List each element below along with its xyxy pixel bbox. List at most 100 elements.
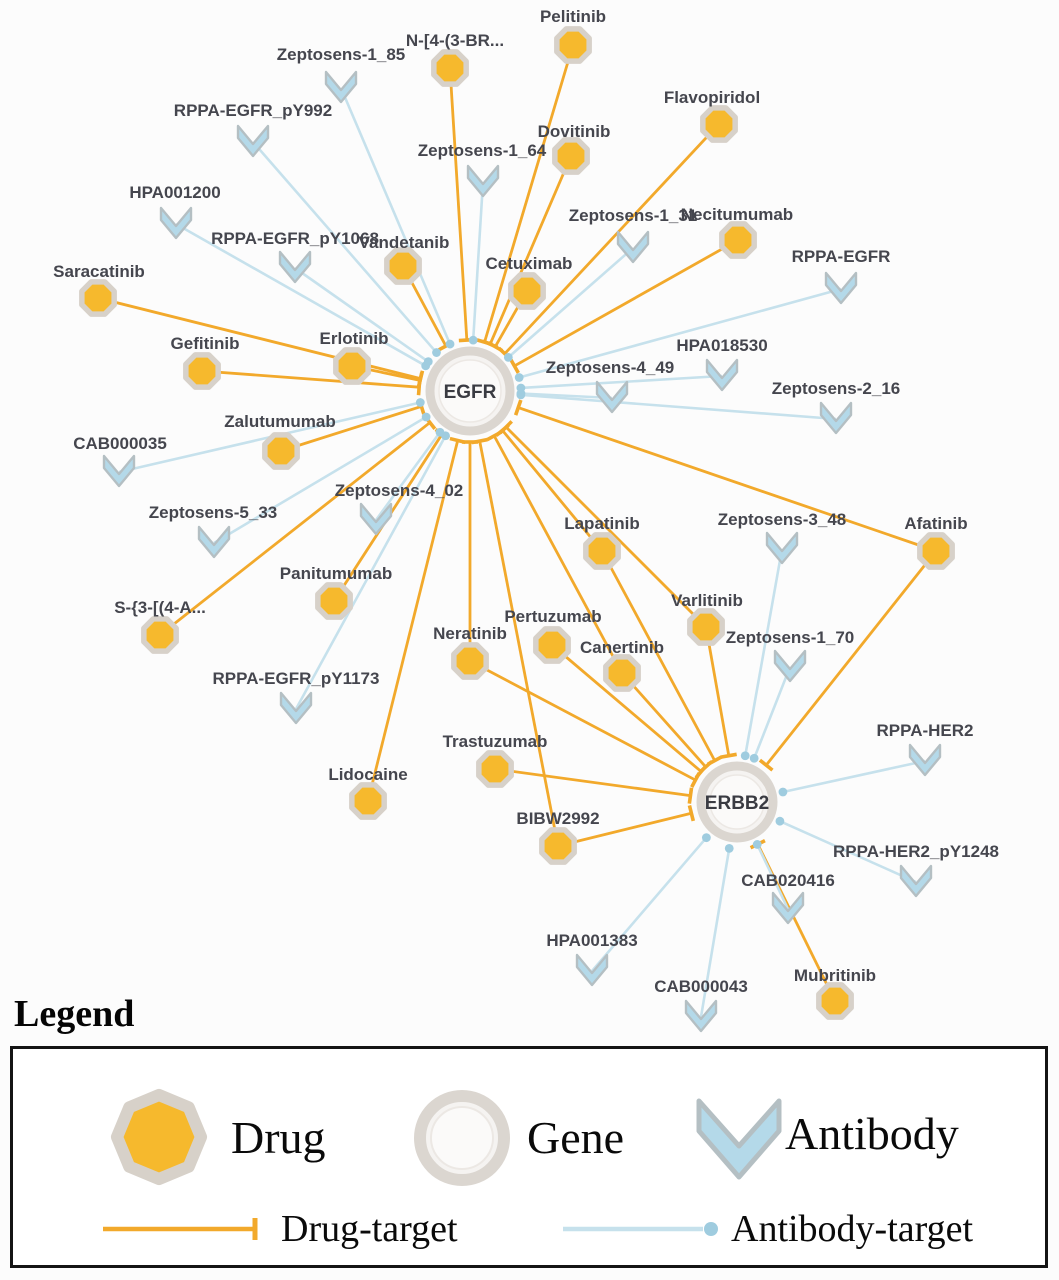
drug-octagon-icon bbox=[79, 279, 117, 317]
drug-node-bibw2992[interactable] bbox=[539, 827, 577, 865]
antibody-node-py992[interactable] bbox=[236, 124, 270, 158]
antibody-chevron-icon bbox=[575, 953, 609, 987]
antibody-node-cab020416[interactable] bbox=[771, 891, 805, 925]
antibody-node-py1248[interactable] bbox=[899, 864, 933, 898]
edge-drug-target bbox=[469, 659, 697, 782]
node-label: Cetuximab bbox=[486, 254, 573, 273]
antibody-node-hpa001383[interactable] bbox=[575, 953, 609, 987]
node-label: Neratinib bbox=[433, 624, 507, 643]
antibody-node-z4_49[interactable] bbox=[595, 380, 629, 414]
drug-node-n4br[interactable] bbox=[431, 49, 469, 87]
edge-tee-cap bbox=[694, 764, 708, 779]
antibody-node-rppa_her2[interactable] bbox=[908, 743, 942, 777]
drug-octagon-icon bbox=[451, 642, 489, 680]
drug-node-lapatinib[interactable] bbox=[583, 532, 621, 570]
antibody-node-z3_48[interactable] bbox=[765, 531, 799, 565]
edge-dot-cap bbox=[432, 348, 441, 357]
edge-tee-cap bbox=[508, 358, 520, 374]
edge-antibody-target bbox=[752, 666, 792, 759]
edge-antibody-target bbox=[339, 87, 452, 345]
edge-drug-target bbox=[483, 44, 575, 343]
legend-label-antibody: Antibody bbox=[785, 1108, 959, 1159]
drug-node-necitumumab[interactable] bbox=[719, 221, 757, 259]
edge-antibody-target bbox=[520, 393, 837, 421]
node-label: HPA001383 bbox=[546, 931, 637, 950]
edge-dot-cap bbox=[468, 335, 478, 345]
antibody-node-z1_31[interactable] bbox=[616, 230, 650, 264]
drug-node-pelitinib[interactable] bbox=[554, 26, 592, 64]
drug-node-panitumumab[interactable] bbox=[315, 582, 353, 620]
drug-node-s34a[interactable] bbox=[141, 616, 179, 654]
antibody-node-hpa018530[interactable] bbox=[705, 358, 739, 392]
gene-node-EGFR[interactable]: EGFR bbox=[425, 346, 515, 436]
edge-drug-target bbox=[478, 440, 560, 847]
edge-drug-target bbox=[448, 67, 469, 341]
node-label: Lidocaine bbox=[328, 765, 407, 784]
antibody-node-z1_70[interactable] bbox=[773, 649, 807, 683]
antibody-chevron-icon bbox=[278, 250, 312, 284]
drug-node-erlotinib[interactable] bbox=[333, 347, 371, 385]
drug-node-zalutumumab[interactable] bbox=[262, 432, 300, 470]
drug-node-vandetanib[interactable] bbox=[384, 247, 422, 285]
edge-dot-cap bbox=[423, 357, 433, 367]
drug-octagon-icon bbox=[349, 782, 387, 820]
drug-octagon-icon bbox=[603, 654, 641, 692]
antibody-node-z2_16[interactable] bbox=[819, 401, 853, 435]
drug-node-flavopiridol[interactable] bbox=[700, 105, 738, 143]
edge-dot-cap bbox=[775, 816, 785, 826]
antibody-chevron-icon bbox=[102, 454, 136, 488]
drug-node-pertuzumab[interactable] bbox=[533, 626, 571, 664]
drug-node-afatinib[interactable] bbox=[917, 532, 955, 570]
drug-node-neratinib[interactable] bbox=[451, 642, 489, 680]
edge-antibody-target bbox=[591, 836, 708, 972]
edge-dot-cap bbox=[441, 431, 450, 441]
drug-octagon-icon bbox=[431, 49, 469, 87]
edge-antibody-target bbox=[782, 759, 926, 794]
drug-node-gefitinib[interactable] bbox=[183, 352, 221, 390]
node-label: RPPA-HER2_pY1248 bbox=[833, 842, 999, 861]
drug-node-trastuzumab[interactable] bbox=[476, 750, 514, 788]
edge-drug-target bbox=[503, 123, 721, 355]
node-label: RPPA-EGFR_pY992 bbox=[174, 101, 332, 120]
node-label: RPPA-EGFR_pY1068 bbox=[211, 229, 379, 248]
edge-antibody-target bbox=[699, 848, 731, 1018]
edge-dot-cap bbox=[724, 843, 734, 853]
drug-node-dovitinib[interactable] bbox=[552, 137, 590, 175]
antibody-node-py1068[interactable] bbox=[278, 250, 312, 284]
legend-box: Drug Gene Antibody Drug-target Antibody-… bbox=[10, 1046, 1048, 1268]
drug-node-cetuximab[interactable] bbox=[508, 272, 546, 310]
drug-node-varlitinib[interactable] bbox=[687, 608, 725, 646]
node-label: Zeptosens-1_31 bbox=[569, 206, 698, 225]
antibody-chevron-icon bbox=[899, 864, 933, 898]
drug-node-canertinib[interactable] bbox=[603, 654, 641, 692]
edge-drug-target bbox=[704, 626, 731, 756]
node-label: Zeptosens-1_85 bbox=[277, 45, 406, 64]
edge-antibody-target bbox=[175, 222, 427, 367]
antibody-node-cab000043[interactable] bbox=[684, 999, 718, 1033]
antibody-node-py1173[interactable] bbox=[279, 691, 313, 725]
antibody-node-z1_64[interactable] bbox=[466, 164, 500, 198]
gene-node-ERBB2[interactable]: ERBB2 bbox=[696, 761, 778, 843]
node-label: BIBW2992 bbox=[516, 809, 599, 828]
drug-node-lidocaine[interactable] bbox=[349, 782, 387, 820]
node-label: Saracatinib bbox=[53, 262, 145, 281]
edge-tee-cap bbox=[687, 787, 694, 804]
antibody-chevron-icon bbox=[773, 649, 807, 683]
edge-antibody-target bbox=[213, 415, 427, 545]
antibody-node-z1_85[interactable] bbox=[324, 70, 358, 104]
antibody-node-rppa_egfr[interactable] bbox=[824, 271, 858, 305]
antibody-node-hpa001200[interactable] bbox=[159, 206, 193, 240]
node-label: Gefitinib bbox=[171, 334, 240, 353]
node-label: RPPA-EGFR bbox=[792, 247, 891, 266]
gene-label: EGFR bbox=[444, 382, 497, 403]
antibody-node-z4_02[interactable] bbox=[359, 502, 393, 536]
antibody-node-z5_33[interactable] bbox=[197, 525, 231, 559]
edge-antibody-target bbox=[743, 548, 784, 756]
drug-node-mubritinib[interactable] bbox=[816, 982, 854, 1020]
edge-antibody-target bbox=[374, 431, 442, 521]
antibody-chevron-icon bbox=[197, 525, 231, 559]
drug-node-saracatinib[interactable] bbox=[79, 279, 117, 317]
antibody-node-cab000035[interactable] bbox=[102, 454, 136, 488]
antibody-chevron-icon bbox=[159, 206, 193, 240]
node-label: Panitumumab bbox=[280, 564, 392, 583]
